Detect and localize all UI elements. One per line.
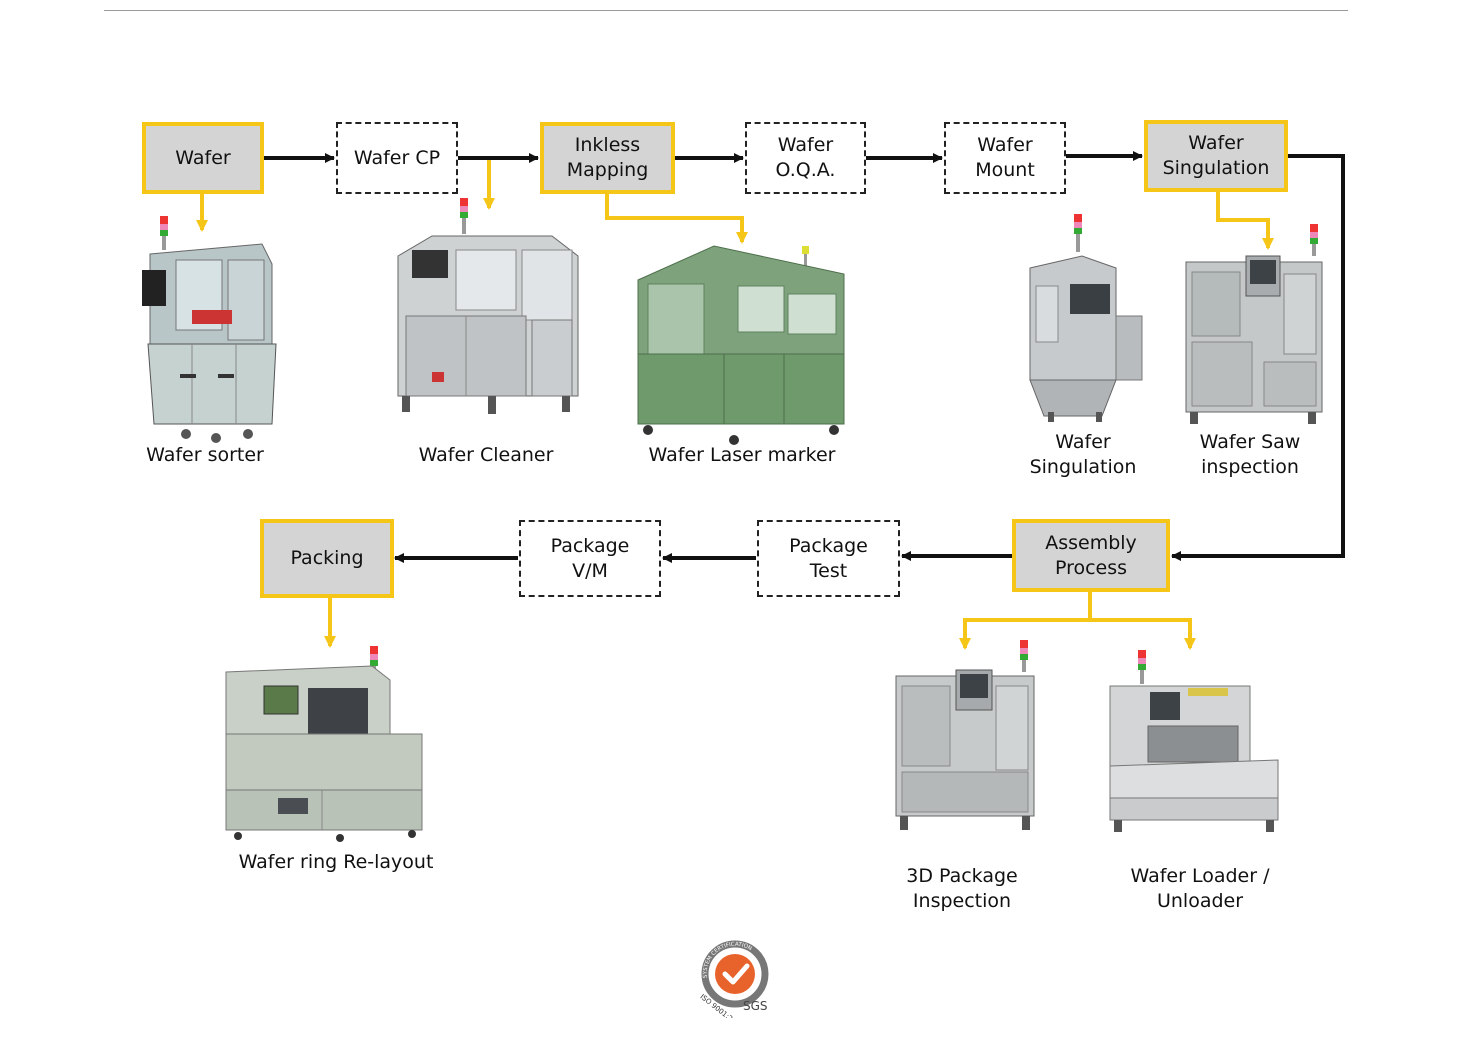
3d-package-inspection-image (895, 640, 1035, 830)
step-packing: Packing (260, 519, 394, 598)
label-wafer-laser-marker: Wafer Laser marker (648, 444, 836, 466)
step-wafer-oqa: Wafer O.Q.A. (745, 122, 866, 194)
wafer-sorter-image (142, 216, 277, 443)
iso-certification-seal-icon: SYSTEM CERTIFICATION ISO 9001:2000 SGS (699, 940, 769, 1018)
wafer-cleaner-image (397, 198, 579, 414)
label-wafer-ring-relayout: Wafer ring Re-layout (238, 851, 434, 873)
label-wafer-singulation: Wafer Singulation (1029, 431, 1137, 478)
arrow-singulation-to-assembly (1171, 154, 1345, 561)
step-package-vm: Package V/M (519, 520, 661, 597)
step-assembly-process: Assembly Process (1012, 519, 1170, 592)
wafer-singulation-machine-image (1029, 214, 1143, 422)
svg-text:SGS: SGS (743, 999, 768, 1013)
pointer-saw-inspection (1216, 192, 1274, 250)
step-wafer-mount: Wafer Mount (944, 122, 1066, 194)
step-inkless-mapping: Inkless Mapping (540, 122, 675, 194)
label-wafer-cleaner: Wafer Cleaner (418, 444, 554, 466)
step-package-test: Package Test (757, 520, 900, 597)
pointer-loader-unloader (1090, 618, 1196, 650)
pointer-3d-inspection (959, 618, 1090, 650)
header-divider (104, 10, 1348, 11)
label-wafer-loader-unloader: Wafer Loader / Unloader (1130, 865, 1270, 912)
wafer-laser-marker-image (637, 245, 845, 445)
wafer-saw-inspection-image (1185, 224, 1323, 424)
label-3d-package-inspection: 3D Package Inspection (906, 865, 1018, 912)
step-wafer: Wafer (142, 122, 264, 194)
label-wafer-saw-inspection: Wafer Saw inspection (1199, 431, 1301, 478)
wafer-loader-unloader-image (1109, 650, 1279, 832)
pointer-laser-marker (605, 194, 748, 244)
wafer-ring-relayout-image (225, 646, 423, 842)
step-wafer-singulation: Wafer Singulation (1144, 120, 1288, 192)
label-wafer-sorter: Wafer sorter (146, 444, 264, 466)
step-wafer-cp: Wafer CP (336, 122, 458, 194)
